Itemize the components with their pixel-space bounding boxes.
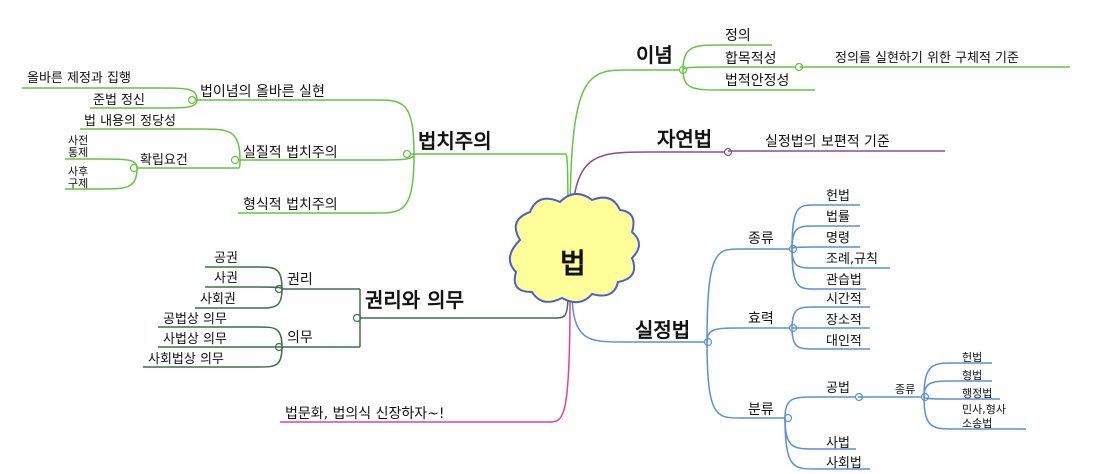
node-law-abiding[interactable]: 준법 정신 (93, 93, 145, 108)
node-time[interactable]: 시간적 (826, 292, 862, 307)
node-types[interactable]: 종류 (748, 231, 774, 247)
node-public-rights-connector (257, 266, 283, 290)
branch-rule-of-law[interactable]: 법치주의 (418, 129, 492, 153)
node-legal-stability-connector (682, 69, 723, 91)
node-social-rights[interactable]: 사회권 (200, 292, 236, 307)
node-constitution[interactable]: 헌법 (826, 189, 850, 204)
node-public-law-connector (784, 396, 816, 419)
node-types-collapse-toggle[interactable] (788, 244, 798, 254)
node-ideal-realization[interactable]: 법이념의 올바른 실현 (200, 84, 325, 100)
node-types-connector (706, 248, 741, 343)
node-social-rights-connector (257, 288, 283, 309)
node-justice[interactable]: 정의 (725, 28, 751, 44)
node-social-duty-connector (257, 346, 283, 368)
node-statute[interactable]: 법률 (826, 210, 850, 225)
node-expediency[interactable]: 합목적성 (725, 51, 777, 67)
node-private-duty[interactable]: 사법상 의무 (163, 332, 227, 347)
node-public-law[interactable]: 공법 (826, 381, 850, 396)
branch-ideology-connector (569, 69, 631, 226)
branch-culture-connector (547, 299, 571, 423)
node-legal-stability[interactable]: 법적안정성 (725, 73, 789, 89)
node-pl-constitution-connector (923, 362, 956, 398)
node-requirements-connector (237, 159, 241, 169)
node-order[interactable]: 명령 (826, 231, 850, 246)
node-pl-civil-criminal[interactable]: 민사,형사 (962, 403, 1006, 416)
node-pl-criminal[interactable]: 형법 (962, 369, 982, 382)
node-place[interactable]: 장소적 (826, 313, 862, 328)
node-order-connector (791, 246, 816, 250)
node-private-rights[interactable]: 사권 (214, 271, 238, 286)
branch-culture[interactable]: 법문화, 법의식 신장하자~! (285, 406, 445, 422)
center-node[interactable]: 법 (509, 193, 640, 304)
node-public-duty[interactable]: 공법상 의무 (163, 312, 227, 327)
node-control[interactable]: 통제 (68, 146, 88, 159)
node-post[interactable]: 사후 (68, 165, 88, 178)
node-expediency-connector (682, 66, 723, 71)
node-formal[interactable]: 형식적 법치주의 (243, 197, 338, 213)
branch-positive-law-connector (571, 289, 626, 343)
node-formal-connector (374, 153, 415, 214)
node-justice-connector (682, 44, 723, 71)
node-classification-connector (706, 341, 741, 419)
node-pl-criminal-connector (923, 380, 956, 398)
node-classification[interactable]: 분류 (748, 402, 774, 418)
node-custom[interactable]: 관습법 (826, 273, 862, 288)
node-substantive[interactable]: 실질적 법치주의 (243, 145, 338, 161)
node-pl-constitution[interactable]: 헌법 (962, 351, 982, 364)
node-custom-connector (791, 248, 816, 290)
node-statute-connector (791, 225, 816, 250)
node-natural-law-standard[interactable]: 실정법의 보편적 기준 (765, 134, 890, 150)
branch-positive-law-collapse-toggle[interactable] (703, 337, 713, 347)
branch-rights-duties[interactable]: 권리와 의무 (365, 288, 464, 312)
node-effect[interactable]: 효력 (748, 311, 774, 327)
node-prior[interactable]: 사전 (68, 134, 88, 147)
node-social-duty[interactable]: 사회법상 의무 (148, 352, 224, 367)
node-social-law-connector (784, 417, 816, 470)
branch-natural-law[interactable]: 자연법 (657, 127, 712, 151)
node-ordinance[interactable]: 조례,규칙 (826, 252, 878, 267)
node-control-connector (99, 158, 138, 169)
node-effect-connector (706, 327, 741, 343)
node-rights[interactable]: 권리 (287, 272, 313, 288)
node-time-connector (791, 306, 816, 329)
node-public-types-collapse-toggle[interactable] (920, 392, 930, 402)
node-person-connector (791, 327, 816, 350)
node-proper-enactment[interactable]: 올바른 제정과 집행 (27, 70, 131, 86)
node-requirements[interactable]: 확립요건 (140, 153, 188, 168)
node-law-abiding-connector (159, 99, 198, 109)
node-private-rights-connector (257, 286, 283, 290)
branch-rule-of-law-collapse-toggle[interactable] (402, 149, 412, 159)
node-pl-procedure-connector (923, 396, 956, 430)
node-expediency-note[interactable]: 정의를 실현하기 위한 구체적 기준 (835, 51, 1019, 66)
node-pl-procedure[interactable]: 소송법 (962, 417, 992, 430)
node-remedy-connector (99, 167, 138, 190)
node-public-rights[interactable]: 공권 (214, 251, 238, 266)
node-person[interactable]: 대인적 (826, 334, 862, 349)
node-legitimacy-connector (199, 128, 241, 161)
node-legitimacy[interactable]: 법 내용의 정당성 (84, 114, 176, 129)
branch-natural-law-collapse-toggle[interactable] (723, 147, 733, 157)
node-private-law-connector (784, 417, 816, 450)
node-social-law[interactable]: 사회법 (826, 456, 862, 471)
branch-positive-law[interactable]: 실정법 (635, 318, 690, 342)
node-private-law[interactable]: 사법 (826, 436, 850, 451)
node-pl-administrative[interactable]: 행정법 (962, 387, 992, 400)
node-proper-enactment-connector (159, 87, 198, 101)
branch-ideology[interactable]: 이념 (636, 43, 673, 67)
node-substantive-collapse-toggle[interactable] (230, 155, 240, 165)
node-public-types[interactable]: 종류 (895, 383, 915, 396)
center-label: 법 (560, 247, 586, 280)
node-public-duty-connector (257, 326, 283, 348)
node-remedy[interactable]: 구제 (68, 177, 88, 190)
node-ideal-realization-collapse-toggle[interactable] (187, 95, 197, 105)
node-ideal-realization-connector (374, 99, 415, 155)
center-cloud (509, 193, 640, 304)
node-duties[interactable]: 의무 (287, 330, 313, 346)
